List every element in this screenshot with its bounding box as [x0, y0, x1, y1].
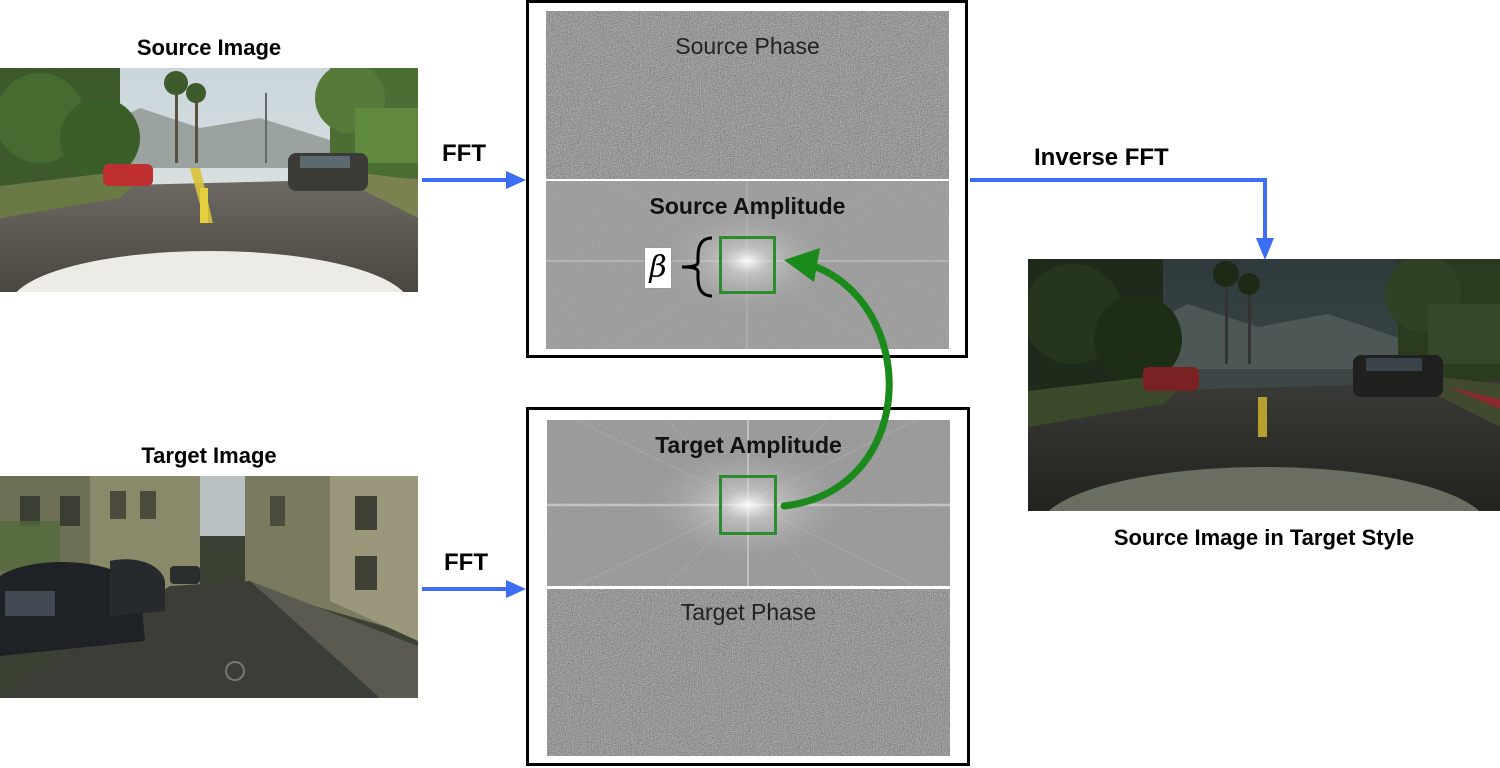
- beta-symbol: β: [644, 247, 672, 289]
- source-amplitude-label: Source Amplitude: [649, 193, 846, 219]
- source-fft-label: FFT: [442, 140, 486, 167]
- beta-brace: [681, 236, 713, 298]
- target-image-caption: Target Image: [141, 443, 277, 468]
- target-amplitude-label: Target Amplitude: [655, 432, 842, 458]
- amplitude-swap-arrow: [780, 248, 893, 510]
- target-phase-panel: Target Phase: [547, 589, 950, 756]
- target-image: [0, 476, 418, 698]
- target-amplitude-panel: Target Amplitude: [547, 420, 950, 586]
- inverse-fft-label: Inverse FFT: [1034, 144, 1169, 171]
- inverse-fft-arrow: [970, 178, 1274, 260]
- target-spectrum-box: Target Amplitude Target Phase: [526, 407, 970, 766]
- source-amplitude-panel: Source Amplitude β: [546, 181, 949, 349]
- target-fft-arrow: [422, 580, 526, 598]
- source-image-caption: Source Image: [136, 35, 282, 60]
- source-low-freq-box: [719, 236, 776, 294]
- result-image-caption: Source Image in Target Style: [1113, 525, 1415, 550]
- target-phase-label: Target Phase: [680, 599, 817, 625]
- target-fft-label: FFT: [444, 549, 488, 576]
- target-low-freq-box: [719, 475, 777, 535]
- result-image: [1028, 259, 1500, 511]
- source-image: [0, 68, 418, 292]
- source-fft-arrow: [422, 171, 526, 189]
- source-phase-label: Source Phase: [675, 33, 820, 59]
- source-spectrum-box: Source Phase Source Amplitude β: [526, 0, 968, 358]
- source-phase-panel: Source Phase: [546, 11, 949, 179]
